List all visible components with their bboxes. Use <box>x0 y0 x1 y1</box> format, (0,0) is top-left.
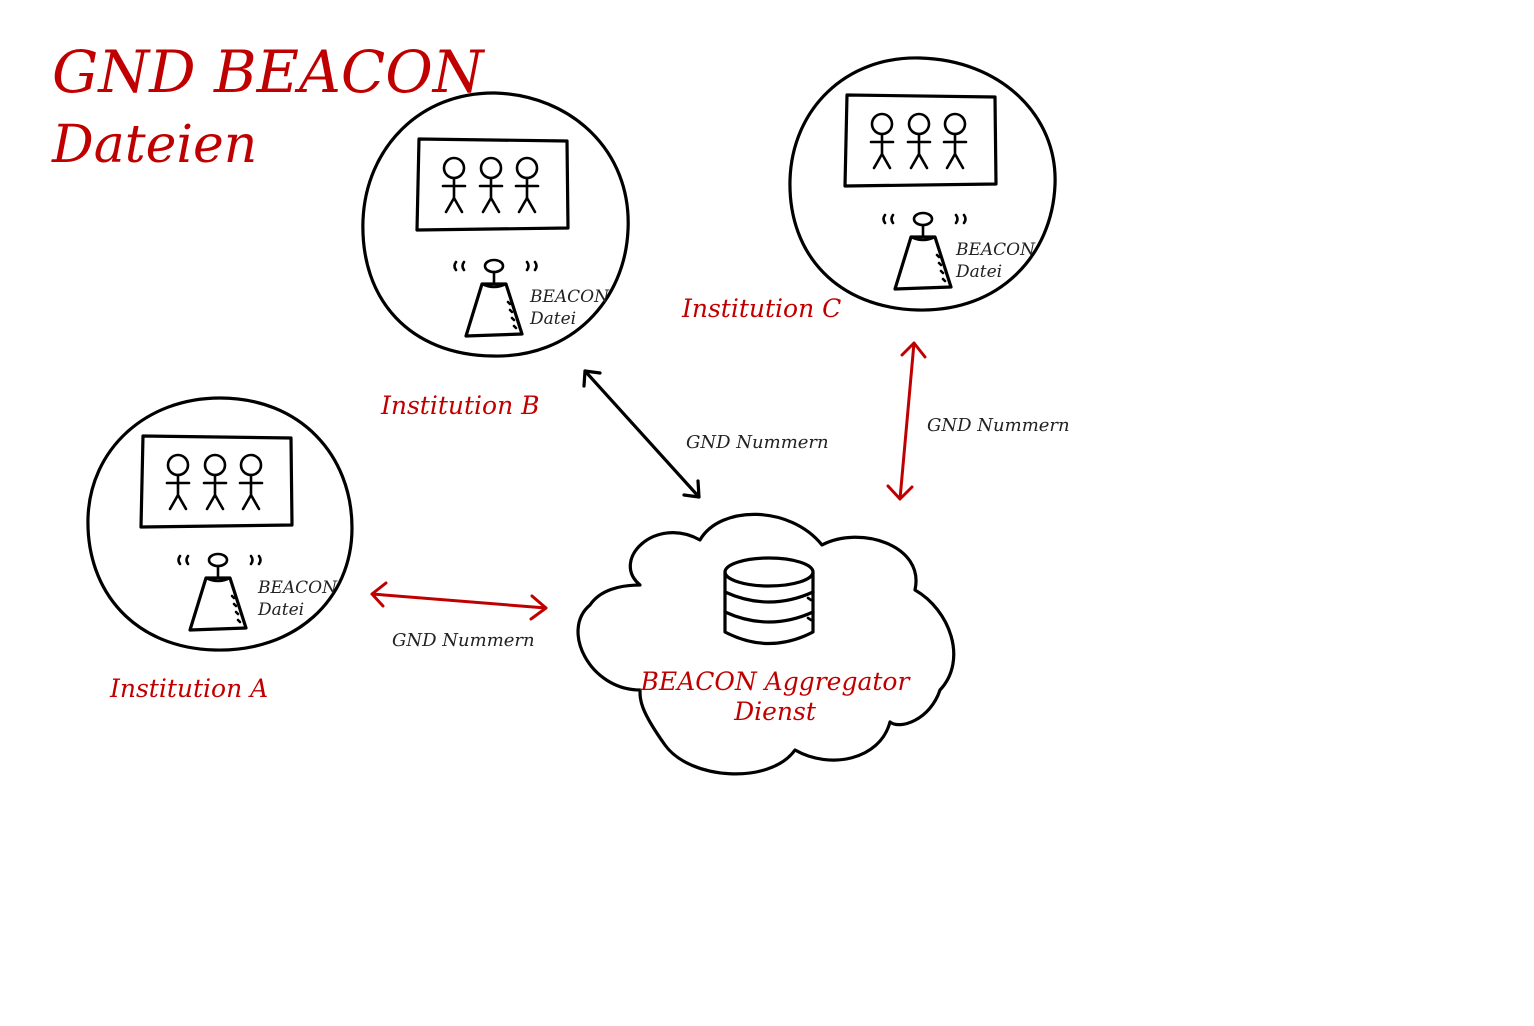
institution-c-beacon-line1: BEACON <box>955 240 1036 260</box>
institution-b-beacon-line2: Datei <box>529 309 576 329</box>
aggregator-cloud: BEACON Aggregator Dienst <box>576 512 956 776</box>
institution-b-beacon-line1: BEACON <box>529 287 610 307</box>
arrow-c <box>886 341 927 501</box>
institution-c-beacon-line2: Datei <box>955 262 1002 282</box>
institution-c: BEACON Datei Institution C <box>681 56 1057 323</box>
cloud-outline <box>576 512 956 776</box>
institution-b: BEACON Datei Institution B <box>361 91 630 420</box>
title-line1: GND BEACON <box>52 38 486 106</box>
institution-c-circle <box>788 56 1057 312</box>
database-icon <box>723 556 815 646</box>
institution-c-label: Institution C <box>681 294 841 323</box>
connection-a-label: GND Nummern <box>392 630 535 651</box>
institution-a-beacon-line2: Datei <box>257 600 304 620</box>
institution-b-circle <box>361 91 630 358</box>
aggregator-line1: BEACON Aggregator <box>640 667 912 696</box>
institution-a-circle <box>86 396 354 652</box>
connection-a-aggregator: GND Nummern <box>370 581 548 651</box>
title-line2: Dateien <box>51 115 257 175</box>
aggregator-line2: Dienst <box>733 697 817 726</box>
institution-a-label: Institution A <box>109 674 268 703</box>
institution-a: BEACON Datei Institution A <box>86 396 354 703</box>
connection-c-label: GND Nummern <box>927 415 1070 436</box>
institution-b-label: Institution B <box>380 391 540 420</box>
institution-a-beacon-line1: BEACON <box>257 578 338 598</box>
arrow-b <box>582 369 701 499</box>
connection-b-label: GND Nummern <box>686 432 829 453</box>
arrow-a <box>370 581 548 621</box>
connection-b-aggregator: GND Nummern <box>582 369 829 499</box>
connection-c-aggregator: GND Nummern <box>886 341 1070 501</box>
